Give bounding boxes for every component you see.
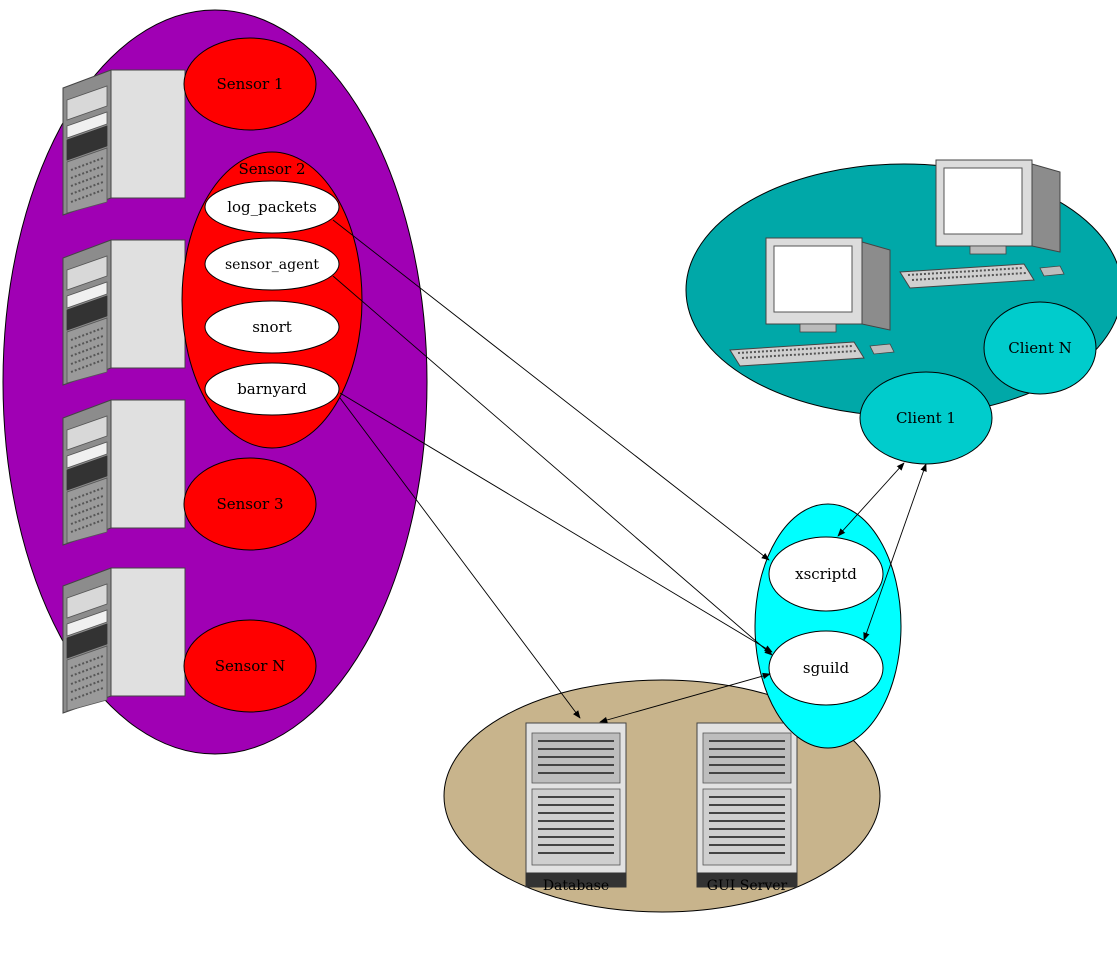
edge-barnyard-to-sguild [339, 392, 773, 653]
edge-sensor-agent-to-sguild [332, 275, 773, 656]
sensor-host-2-icon [62, 239, 186, 386]
sensor-n-label: Sensor N [215, 657, 286, 675]
edges [332, 219, 927, 724]
sensor-1-label: Sensor 1 [216, 75, 283, 93]
barnyard-label: barnyard [237, 380, 307, 398]
sensor-host-3-icon [62, 399, 186, 546]
snort-label: snort [252, 318, 292, 336]
client-n-node[interactable] [983, 301, 1097, 395]
client-n-label: Client N [1008, 339, 1072, 357]
database-label: Database [543, 878, 609, 894]
sguild-label: sguild [803, 659, 850, 677]
sensor-host-1-icon [62, 69, 186, 216]
sensor-2-label: Sensor 2 [238, 160, 305, 178]
edge-log-packets-to-xscriptd [332, 219, 770, 561]
sensor-1-node[interactable] [183, 37, 317, 131]
sensor-agent-node[interactable] [204, 237, 340, 291]
sguild-node[interactable] [768, 630, 884, 706]
log-packets-node[interactable] [204, 180, 340, 234]
barnyard-node[interactable] [204, 362, 340, 416]
sensor-3-node[interactable] [183, 457, 317, 551]
gui-server-icon [696, 722, 798, 888]
edge-sguild-client1 [863, 463, 927, 641]
gui-server-label: GUI Server [707, 878, 788, 894]
log-packets-label: log_packets [227, 198, 317, 216]
xscriptd-label: xscriptd [795, 565, 857, 583]
sensor-host-n-icon [62, 567, 186, 714]
sensor-3-label: Sensor 3 [216, 495, 283, 513]
edge-barnyard-to-database [339, 397, 581, 719]
edge-sguild-database [599, 672, 771, 724]
database-server-icon [525, 722, 627, 888]
snort-node[interactable] [204, 300, 340, 354]
client-1-label: Client 1 [896, 409, 956, 427]
edge-xscriptd-client1 [837, 462, 905, 537]
sensor-n-node[interactable] [183, 619, 317, 713]
sensor-agent-label: sensor_agent [225, 257, 319, 273]
